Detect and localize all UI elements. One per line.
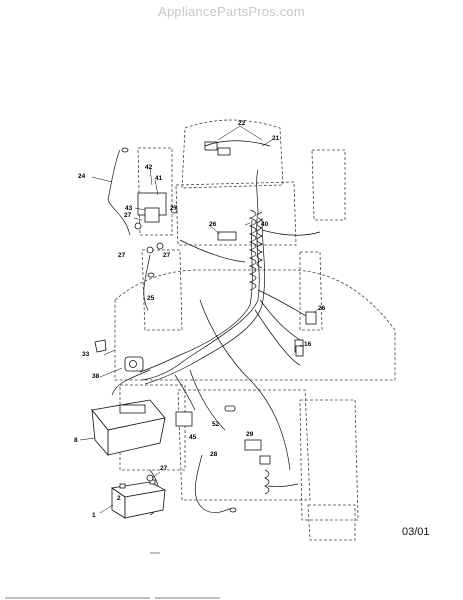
callout-33: 33	[82, 351, 90, 358]
terminal-25	[147, 272, 155, 278]
watermark: AppliancePartsPros.com	[158, 4, 305, 19]
callouts: 22 21 24 42 41 43 27 27 26 40 27 27 25 2…	[74, 120, 326, 519]
starter-solenoid-38	[124, 356, 144, 372]
callout-25: 25	[147, 295, 155, 302]
connector-26-right	[305, 311, 317, 325]
wire-harness	[107, 149, 321, 516]
terminal-28	[229, 507, 237, 513]
callout-26: 26	[209, 221, 217, 228]
callout-27: 27	[118, 252, 126, 259]
callout-41: 41	[155, 175, 163, 182]
callout-2: 2	[117, 495, 121, 502]
callout-21: 21	[272, 135, 280, 142]
switch-16	[294, 339, 304, 357]
callout-27: 27	[160, 465, 168, 472]
leader-lines	[79, 125, 319, 514]
callout-43: 43	[125, 205, 133, 212]
callout-27: 27	[170, 205, 178, 212]
connector-26-left	[217, 231, 237, 241]
callout-52: 52	[212, 421, 220, 428]
callout-26: 26	[318, 305, 326, 312]
coiled-harness	[248, 209, 299, 495]
fuse-52	[224, 405, 236, 412]
callout-40: 40	[261, 221, 269, 228]
terminal-27-group	[134, 206, 178, 482]
battery-box-8	[91, 399, 166, 457]
callout-16: 16	[304, 341, 312, 348]
scan-artifacts	[5, 552, 220, 599]
switch-41	[137, 192, 167, 223]
mower-outline	[114, 119, 396, 541]
callout-22: 22	[238, 120, 246, 127]
callout-1: 1	[92, 512, 96, 519]
battery-1	[110, 479, 167, 519]
relay-45	[175, 411, 193, 427]
callout-24: 24	[78, 173, 86, 180]
ignition-module-22	[204, 140, 271, 156]
terminal-24	[121, 147, 129, 153]
callout-29: 29	[246, 431, 254, 438]
switch-33	[94, 339, 107, 353]
callout-42: 42	[145, 164, 153, 171]
callout-38: 38	[92, 373, 100, 380]
callout-8: 8	[74, 437, 78, 444]
callout-28: 28	[210, 451, 218, 458]
callout-27: 27	[124, 212, 132, 219]
callout-27: 27	[163, 252, 171, 259]
callout-45: 45	[189, 434, 197, 441]
date-code: 03/01	[402, 526, 430, 538]
connector-29	[244, 439, 271, 465]
